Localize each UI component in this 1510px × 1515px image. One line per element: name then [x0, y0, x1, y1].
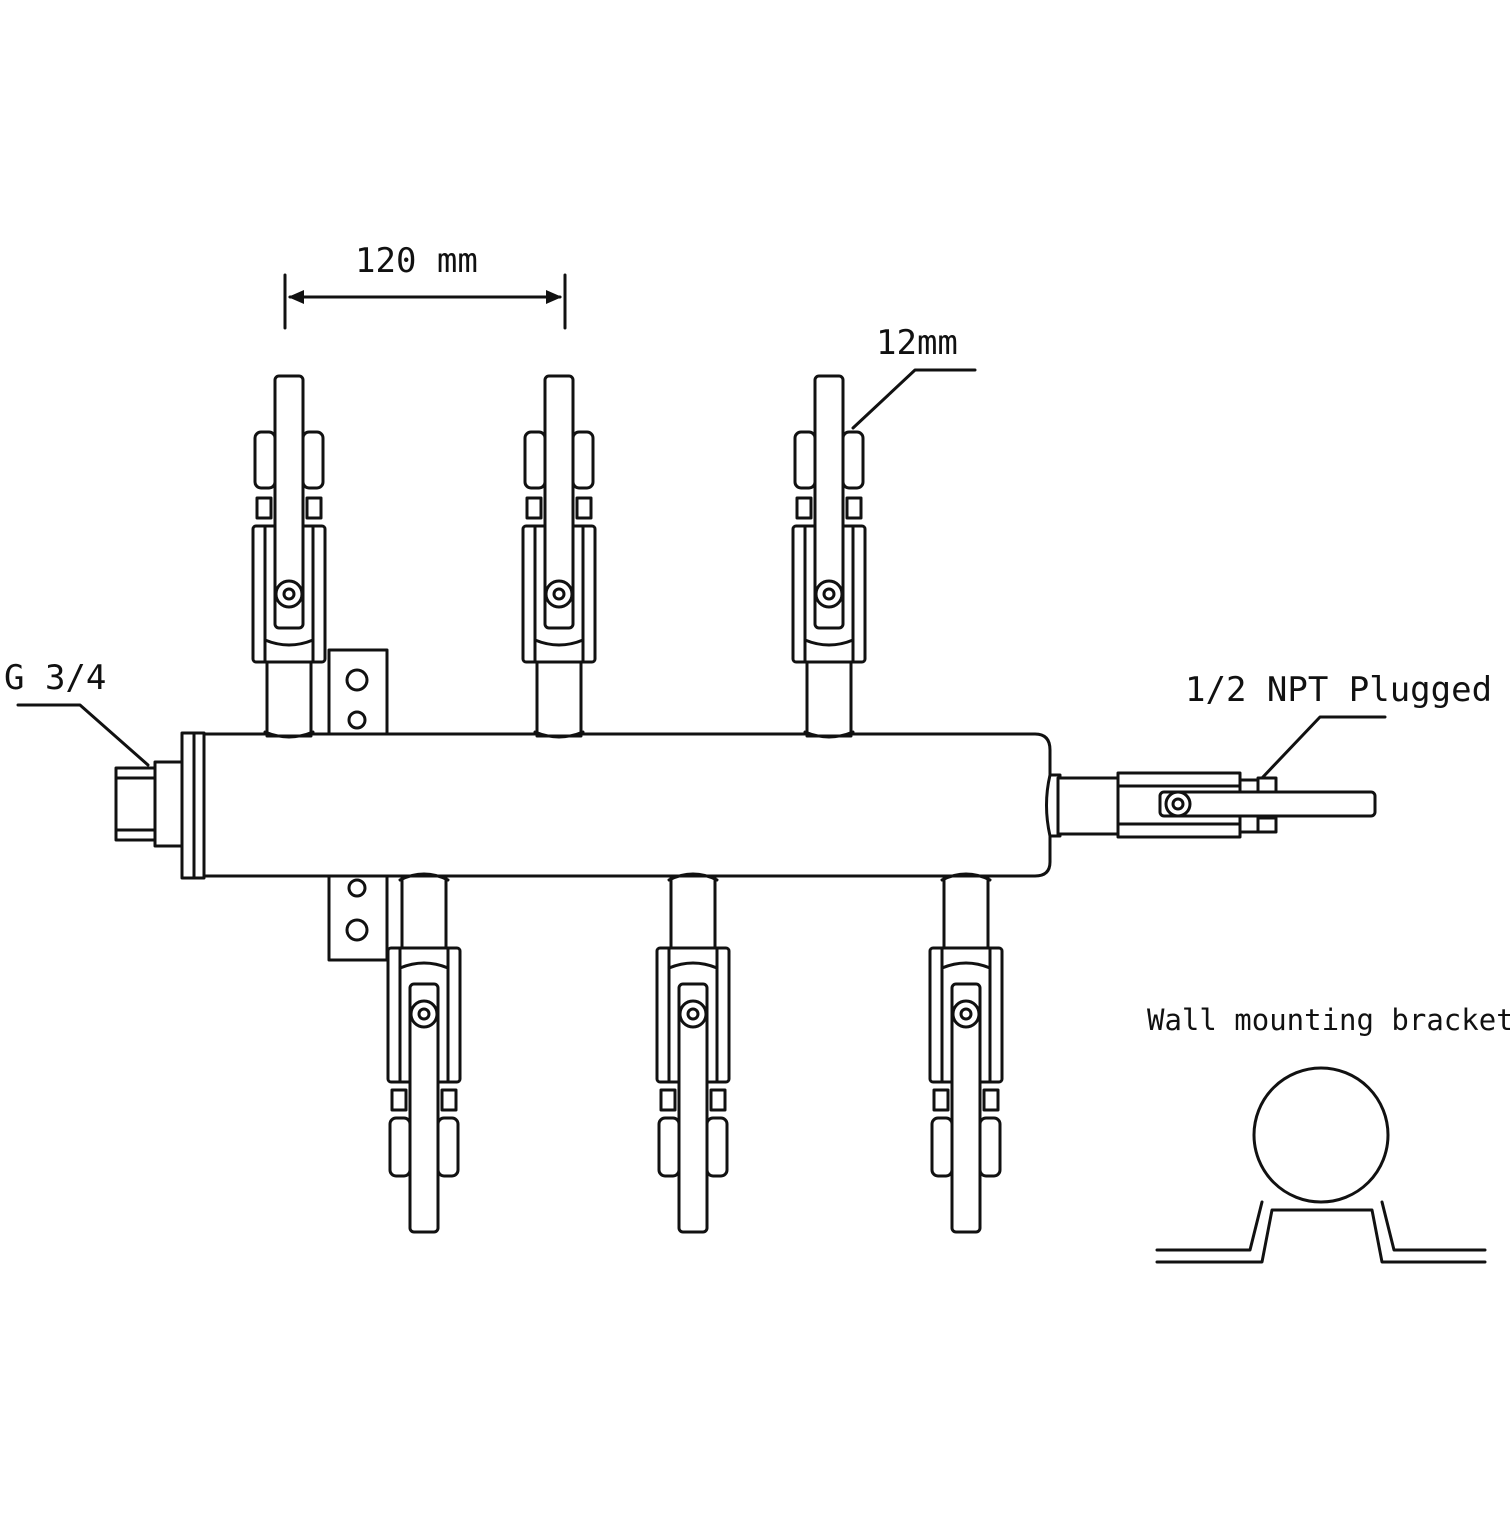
valve-bottom-2 — [655, 872, 731, 1234]
dimension-120mm — [283, 273, 567, 330]
leader-lines — [16, 368, 1387, 780]
valve-bottom-1 — [386, 872, 462, 1234]
valve-top-2 — [521, 374, 597, 739]
tube-size-label: 12mm — [876, 323, 958, 363]
mounting-bracket-bottom — [327, 868, 389, 962]
mounting-bracket-top — [327, 648, 389, 738]
inlet-fitting — [114, 731, 206, 880]
outlet-label: 1/2 NPT Plugged — [1185, 670, 1493, 710]
wall-bracket-illustration — [1155, 1066, 1487, 1264]
manifold-body — [202, 732, 1052, 878]
dimension-label-120mm: 120 mm — [355, 241, 478, 281]
outlet-valve — [1045, 771, 1377, 839]
bracket-label: Wall mounting bracket — [1147, 1003, 1510, 1037]
valve-bottom-3 — [928, 872, 1004, 1234]
valve-top-3 — [791, 374, 867, 739]
inlet-label: G 3/4 — [4, 658, 107, 698]
valve-top-1 — [251, 374, 327, 739]
